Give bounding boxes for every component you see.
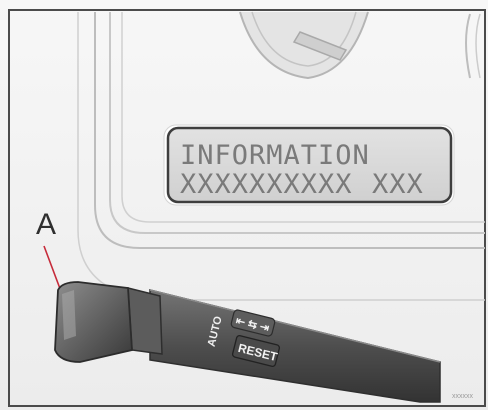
display-line-2-left: XXXXXXXXXX xyxy=(180,169,353,200)
information-display: INFORMATION XXXXXXXXXX XXX xyxy=(164,125,454,205)
display-line-1: INFORMATION xyxy=(180,140,370,171)
knob-highlight xyxy=(62,290,76,340)
stalk-collar xyxy=(128,288,162,354)
display-line-2-right: XXX xyxy=(372,169,424,200)
reference-code: xxxxxx xyxy=(452,393,474,400)
callout-label-a: A xyxy=(36,208,56,241)
